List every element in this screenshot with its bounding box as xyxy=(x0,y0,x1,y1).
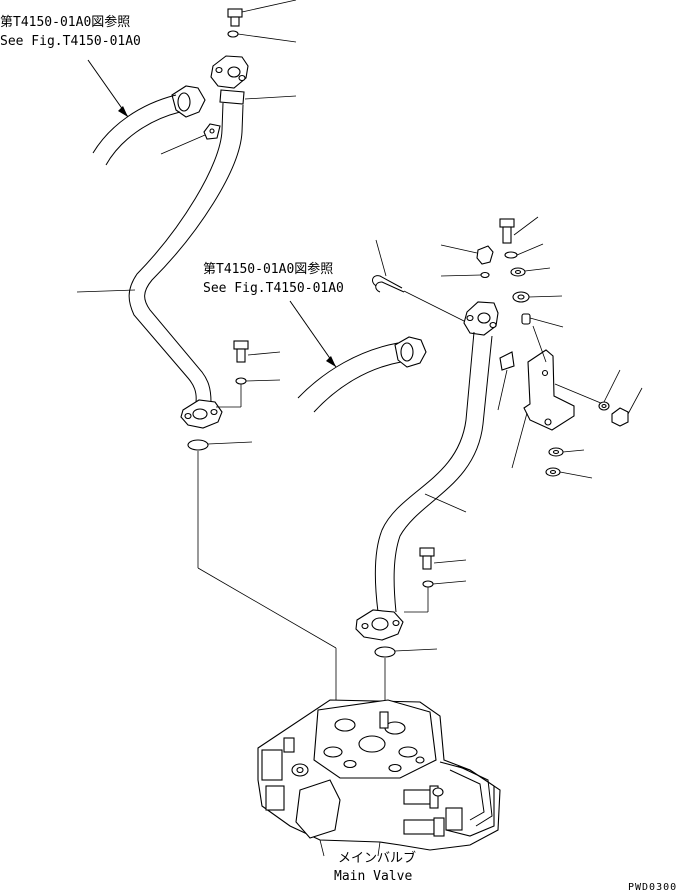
main-valve-label-en: Main Valve xyxy=(334,869,412,884)
clip-right xyxy=(497,351,515,411)
flange-lower-left xyxy=(180,399,223,429)
top-left-assembly xyxy=(76,0,337,720)
bolt-lower-right xyxy=(404,547,467,613)
reference-label-middle-jp: 第T4150-01A0図参照 xyxy=(203,261,333,277)
nut-far-right xyxy=(598,369,643,427)
reference-label-top-left-en: See Fig.T4150-01A0 xyxy=(0,34,141,49)
washers-right xyxy=(504,243,563,303)
fitting-grease xyxy=(440,244,494,279)
bolt-top-left xyxy=(227,0,297,27)
washers-below-bracket xyxy=(545,447,593,479)
reference-label-middle-en: See Fig.T4150-01A0 xyxy=(203,281,344,296)
hose-left xyxy=(87,59,206,166)
bolt-lower-left xyxy=(216,340,281,408)
right-assembly xyxy=(289,216,643,720)
reference-label-top-left-jp: 第T4150-01A0図参照 xyxy=(0,14,130,30)
spacer-right xyxy=(521,313,564,328)
bolt-top-right xyxy=(499,216,539,244)
pipe-top-left xyxy=(76,102,244,403)
drawing-code: PWD0300 xyxy=(628,882,677,892)
flange-lower-right xyxy=(355,609,404,641)
washer-top-left xyxy=(227,30,297,43)
flange-top-right xyxy=(463,301,499,336)
hose-right xyxy=(289,300,427,413)
hook-clamp xyxy=(372,239,467,323)
o-ring-left xyxy=(187,439,337,720)
clip-top-left xyxy=(160,123,221,155)
flange-top-left xyxy=(210,55,297,105)
pipe-right xyxy=(374,331,493,613)
bracket-plate xyxy=(511,325,609,469)
main-valve-label-jp: メインバルブ xyxy=(338,850,416,866)
main-valve-body xyxy=(257,699,501,857)
